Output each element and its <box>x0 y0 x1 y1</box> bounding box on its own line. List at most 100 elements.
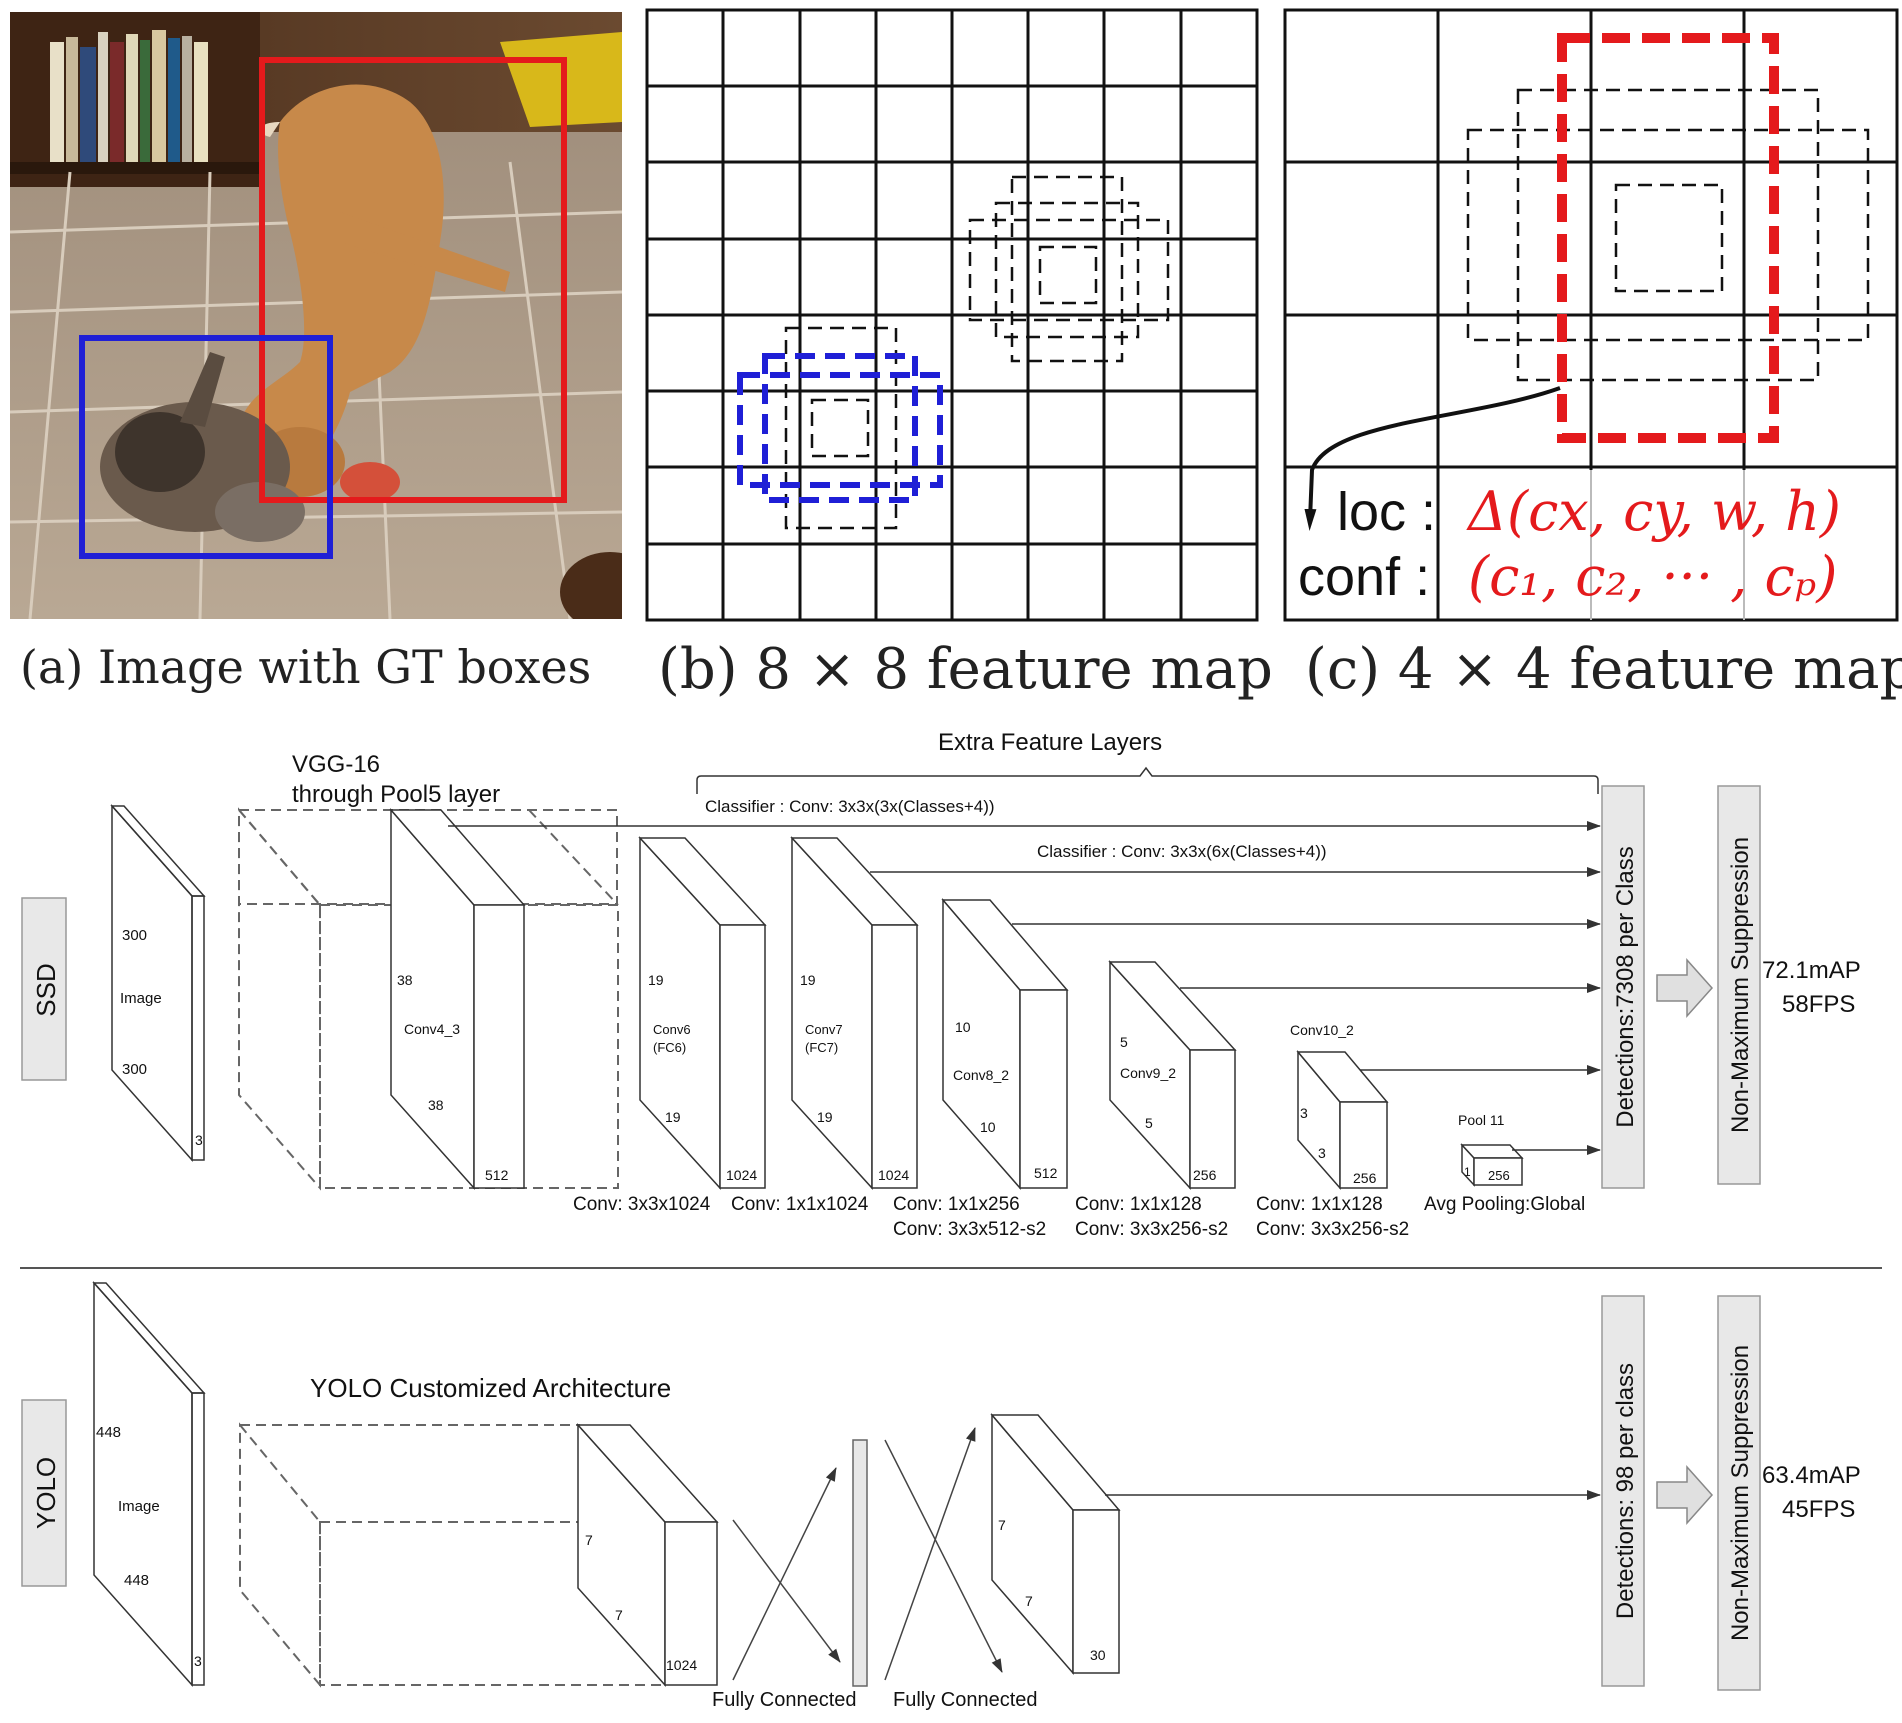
grid-4x4-faint <box>1590 470 1745 620</box>
op-conv8-b: Conv: 3x3x512-s2 <box>893 1219 1046 1240</box>
conv9_2-name: Conv9_2 <box>1120 1065 1176 1081</box>
vgg-label-2: through Pool5 layer <box>292 781 500 808</box>
yolo-block1-dim: 7 <box>585 1532 593 1548</box>
yolo-side-label: YOLO <box>31 1457 61 1529</box>
ssd-map: 72.1mAP <box>1762 957 1861 984</box>
ssd-nms-box <box>1717 785 1761 1185</box>
loc-formula: Δ(cx, cy, w, h) <box>1466 480 1841 543</box>
yolo-nms-arrow <box>1656 1465 1714 1525</box>
conv7-depth: 1024 <box>878 1167 909 1183</box>
op-conv9-b: Conv: 3x3x256-s2 <box>1075 1219 1228 1240</box>
cat-gt-box <box>79 335 333 559</box>
ssd-detections-label: Detections:7308 per Class <box>1612 846 1639 1127</box>
caption-c: (c) 4 × 4 feature map <box>1305 637 1902 702</box>
yolo-block2 <box>990 1412 1121 1676</box>
conv7-name1: Conv7 <box>805 1022 843 1037</box>
dog-cat-photo <box>10 12 622 619</box>
conv9_2-dim2: 5 <box>1145 1115 1153 1131</box>
conv6-depth: 1024 <box>726 1167 757 1183</box>
yolo-input-448-bottom: 448 <box>124 1572 149 1589</box>
conv6-dim: 19 <box>648 972 664 988</box>
yolo-detections-box <box>1601 1295 1645 1687</box>
fc-layer-bar <box>852 1439 868 1687</box>
conv6-name2: (FC6) <box>653 1040 686 1055</box>
yolo-block1-depth: 1024 <box>666 1657 697 1673</box>
fc2-arrow-up <box>884 1427 976 1681</box>
conv10_2-dim: 3 <box>1300 1105 1308 1121</box>
yolo-fps: 45FPS <box>1782 1496 1855 1523</box>
conv8_2-block <box>941 897 1069 1190</box>
yolo-side-box <box>21 1399 67 1587</box>
conv4_3-depth: 512 <box>485 1167 509 1183</box>
default-boxes-upper <box>968 175 1170 363</box>
fc1-arrow-up <box>732 1467 837 1681</box>
conv8_2-dim: 10 <box>955 1019 971 1035</box>
classifier-1: Classifier : Conv: 3x3x(3x(Classes+4)) <box>705 797 995 816</box>
conv10_2-block <box>1296 1049 1389 1190</box>
op-conv6: Conv: 3x3x1024 <box>573 1194 711 1215</box>
yolo-input-depth: 3 <box>194 1653 202 1669</box>
caption-a: (a) Image with GT boxes <box>20 640 591 694</box>
ssd-input-block <box>110 804 206 1162</box>
classifier-2: Classifier : Conv: 3x3x(6x(Classes+4)) <box>1037 842 1327 861</box>
yolo-map: 63.4mAP <box>1762 1462 1861 1489</box>
conv8_2-name: Conv8_2 <box>953 1067 1009 1083</box>
pool11-name: Pool 11 <box>1458 1112 1505 1128</box>
ssd-nms-label: Non-Maximum Suppression <box>1727 837 1754 1133</box>
conv4_3-dim: 38 <box>397 972 413 988</box>
op-conv10-a: Conv: 1x1x128 <box>1256 1194 1383 1215</box>
yolo-dashed-box <box>239 1422 666 1688</box>
caption-b: (b) 8 × 8 feature map <box>658 637 1273 702</box>
extra-feature-layers: Extra Feature Layers <box>938 729 1162 756</box>
conv8_2-dim2: 10 <box>980 1119 996 1135</box>
conf-formula: (c₁, c₂, ··· , cₚ) <box>1468 545 1837 608</box>
conv6-dim2: 19 <box>665 1109 681 1125</box>
pool11-block <box>1460 1143 1524 1187</box>
dog-gt-box <box>259 57 567 503</box>
fc2-label: Fully Connected <box>893 1689 1038 1711</box>
op-conv9-a: Conv: 1x1x128 <box>1075 1194 1202 1215</box>
conv4_3-dim2: 38 <box>428 1097 444 1113</box>
pool11-dim: 1 <box>1464 1165 1471 1179</box>
yolo-block1 <box>576 1423 719 1687</box>
yolo-input-name: Image <box>118 1498 160 1515</box>
books <box>50 30 208 162</box>
conv9_2-depth: 256 <box>1193 1167 1217 1183</box>
vgg-label-1: VGG-16 <box>292 751 380 778</box>
ssd-side-label: SSD <box>31 963 61 1016</box>
fc2-arrow-down <box>884 1439 1003 1673</box>
conf-label: conf : <box>1298 547 1430 607</box>
pool11-depth: 256 <box>1488 1168 1510 1183</box>
fc1-arrow-down <box>732 1519 841 1663</box>
conv6-block <box>638 836 767 1190</box>
loc-arrow <box>1304 386 1561 531</box>
ssd-input-300-top: 300 <box>122 927 147 944</box>
ssd-input-300-bottom: 300 <box>122 1061 147 1078</box>
fc1-label: Fully Connected <box>712 1689 857 1711</box>
ssd-input-name: Image <box>120 990 162 1007</box>
yolo-block2-depth: 30 <box>1090 1647 1106 1663</box>
conv10_2-depth: 256 <box>1353 1170 1377 1186</box>
conv9_2-dim: 5 <box>1120 1034 1128 1050</box>
ssd-nms-arrow <box>1656 958 1714 1018</box>
conv7-block <box>790 836 919 1190</box>
red-default-box <box>1557 33 1779 443</box>
op-conv8-a: Conv: 1x1x256 <box>893 1194 1020 1215</box>
yolo-input-448-top: 448 <box>96 1424 121 1441</box>
conv7-dim2: 19 <box>817 1109 833 1125</box>
yolo-nms-label: Non-Maximum Suppression <box>1727 1345 1754 1641</box>
yolo-nms-box <box>1717 1295 1761 1691</box>
ssd-input-depth: 3 <box>195 1132 203 1148</box>
conv7-name2: (FC7) <box>805 1040 838 1055</box>
conv10_2-dim2: 3 <box>1318 1145 1326 1161</box>
ssd-side-box <box>21 897 67 1081</box>
loc-label: loc : <box>1337 482 1436 542</box>
default-boxes-lower <box>737 326 943 530</box>
ssd-detections-box <box>1601 785 1645 1189</box>
conv6-name1: Conv6 <box>653 1022 691 1037</box>
yolo-block2-dim: 7 <box>998 1517 1006 1533</box>
yolo-detections-label: Detections: 98 per class <box>1612 1363 1639 1619</box>
conv9_2-block <box>1108 960 1237 1190</box>
op-conv10-b: Conv: 3x3x256-s2 <box>1256 1219 1409 1240</box>
